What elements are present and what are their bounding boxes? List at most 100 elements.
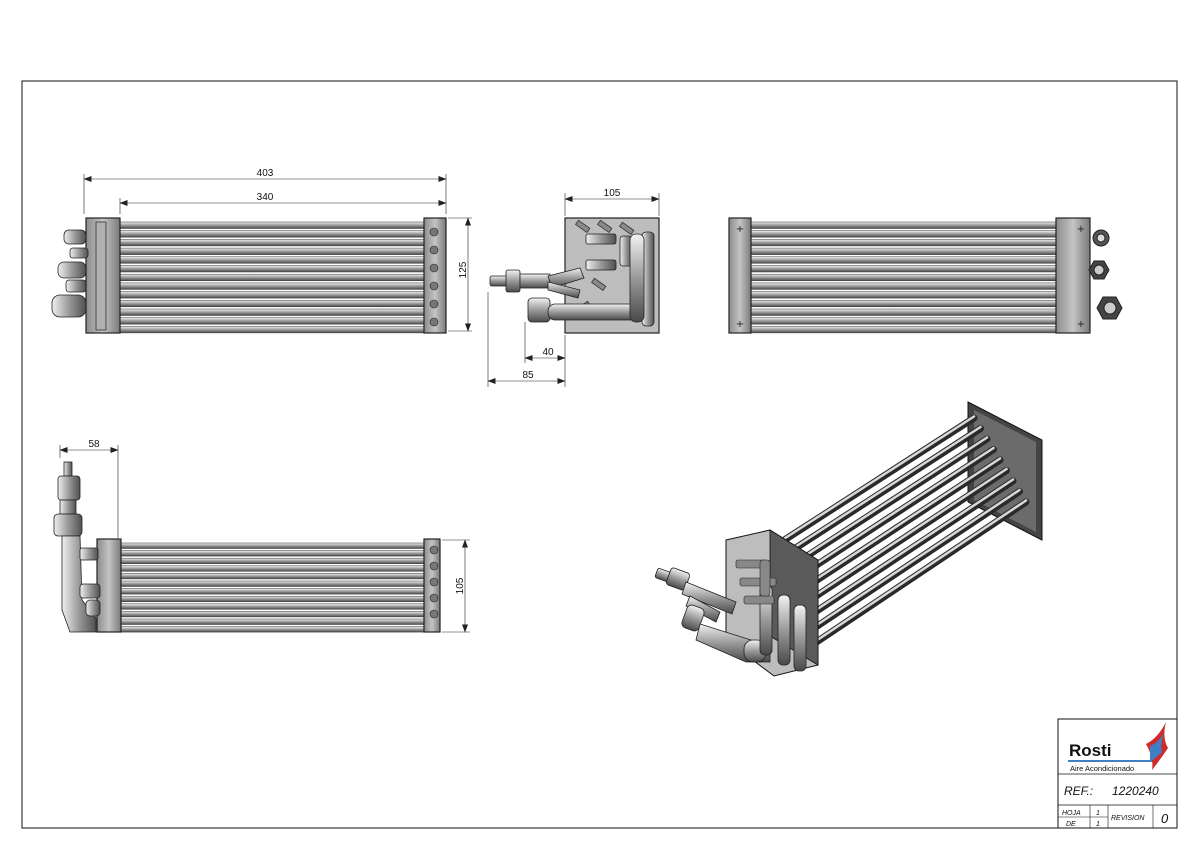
iso-tube-highlight [801,478,1015,620]
bottom-tube [118,580,427,587]
side-view-piping [489,233,645,323]
rear-tube [748,230,1059,238]
front-tube [117,265,427,273]
rosti-logo: Rosti Aire Acondicionado [1068,722,1168,773]
svg-text:+: + [736,319,744,330]
svg-text:+: + [1077,224,1085,235]
iso-tubes [768,414,1030,648]
dim-85: 85 [522,370,534,381]
side-view [489,217,660,334]
iso-tube [778,435,991,576]
de-label: DE [1066,821,1076,828]
ref-value: 1220240 [1112,784,1159,798]
bottom-tube [118,565,427,572]
bottom-tube [118,611,427,618]
front-tube [117,247,427,255]
revision-label: REVISION [1111,815,1145,822]
rear-tube [748,326,1059,334]
de-value: 1 [1096,821,1100,828]
bottom-tube [118,588,427,595]
front-tube [117,291,427,299]
rear-tube [748,317,1059,325]
bottom-tube [118,603,427,610]
bottom-left-plate [96,538,122,633]
rear-tube [748,291,1059,299]
front-tube [117,221,427,229]
iso-tube-highlight [781,436,989,572]
bottom-view-tubes [118,542,427,633]
iso-tube [784,446,997,588]
rear-tube [748,221,1059,229]
brand-name: Rosti [1069,741,1112,760]
front-tube [117,256,427,264]
revision-value: 0 [1161,811,1169,826]
iso-tube-highlight [770,415,976,548]
drawing-frame [21,80,1178,829]
rear-tube [748,256,1059,264]
front-right-plate [423,217,447,334]
rear-tube [748,265,1059,273]
brand-tagline: Aire Acondicionado [1070,764,1134,773]
front-view-fittings [51,229,89,318]
rear-tube [748,239,1059,247]
ref-label: REF.: [1064,784,1093,798]
svg-text:+: + [1077,319,1085,330]
bottom-tube [118,573,427,580]
iso-piping [654,567,807,672]
front-view [51,217,447,334]
bottom-tube [118,626,427,633]
rear-view-fittings [1088,229,1123,320]
title-block: Rosti Aire Acondicionado REF.: 1220240 H… [1057,718,1178,829]
dim-403: 403 [257,168,274,179]
bottom-view [53,461,441,633]
iso-tube-highlight [796,467,1008,608]
iso-tube [773,425,984,564]
isometric-view [654,401,1043,677]
dim-40: 40 [542,347,554,358]
dim-58: 58 [88,439,100,450]
iso-tube-highlight [812,499,1028,644]
rear-left-plate [728,217,752,334]
iso-tube [794,467,1010,612]
dim-105-side: 105 [604,188,621,199]
dim-340: 340 [257,192,274,203]
bottom-dimensions [59,445,470,633]
front-tube [117,300,427,308]
bottom-tube [118,557,427,564]
bottom-tube [118,542,427,549]
rear-right-plate [1055,217,1091,334]
front-view-tubes [117,221,427,334]
side-dimensions [487,193,660,387]
rear-tube [748,273,1059,281]
rear-tube [748,300,1059,308]
bottom-tube [118,550,427,557]
rear-view-tubes [748,221,1059,334]
bottom-tube [118,618,427,625]
iso-tube-highlight [791,457,1002,596]
rear-tube [748,282,1059,290]
iso-tube-highlight [775,425,982,560]
iso-tube [789,456,1004,600]
rear-view: + + + + [728,217,1123,334]
iso-tube-highlight [786,446,995,584]
bottom-view-piping [53,461,101,633]
front-tube [117,282,427,290]
iso-tube [799,477,1017,624]
front-tube [117,273,427,281]
svg-text:+: + [736,224,744,235]
rear-tube [748,247,1059,255]
front-dimensions [83,174,472,332]
iso-tube [768,414,978,552]
dim-125: 125 [458,261,469,278]
front-tube [117,317,427,325]
dim-105-bottom: 105 [455,577,466,594]
front-tube [117,239,427,247]
iso-tube-highlight [807,488,1021,632]
hoja-value: 1 [1096,810,1100,817]
front-tube [117,326,427,334]
front-tube [117,230,427,238]
hoja-label: HOJA [1062,810,1081,817]
front-tube [117,308,427,316]
bottom-tube [118,595,427,602]
